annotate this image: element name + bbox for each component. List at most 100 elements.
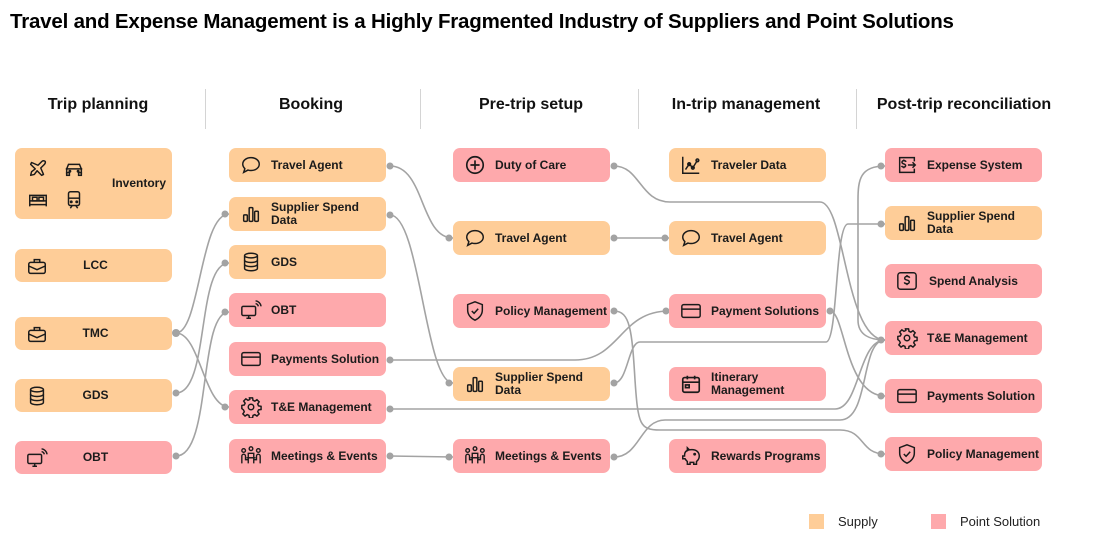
connector-meetings-pretrip-te: [613, 339, 886, 458]
node-supplier-spend-data: Supplier Spend Data: [229, 197, 386, 231]
connector-policy-pretrip-posttrip: [613, 310, 886, 455]
gear-icon: [241, 397, 262, 418]
node-inventory: Inventory: [15, 148, 172, 219]
node-label: Supplier Spend Data: [495, 370, 584, 397]
column-divider: [420, 89, 421, 129]
node-label: OBT: [82, 450, 109, 464]
connector-dot: [877, 162, 885, 170]
expense-transfer-icon: [898, 156, 917, 174]
node-label: Payments Solution: [271, 351, 380, 366]
connector-expense-system-te: [857, 165, 886, 341]
connector-dot: [221, 403, 229, 411]
page-title: Travel and Expense Management is a Highl…: [10, 10, 954, 33]
connector-dot: [386, 211, 394, 219]
chat-bubble-icon: [466, 229, 484, 247]
connector-dot: [877, 450, 885, 458]
node-label: Policy Management: [927, 446, 1040, 461]
node-label: Supplier Spend Data: [927, 209, 1016, 236]
node-obt: OBT: [229, 293, 386, 327]
connector-dot: [445, 379, 453, 387]
connector-dot: [610, 307, 618, 315]
node-label: Travel Agent: [711, 230, 783, 245]
node-label: T&E Management: [271, 399, 372, 414]
connector-dot: [221, 210, 229, 218]
node-label: TMC: [82, 326, 109, 340]
node-meetings-events: Meetings & Events: [229, 439, 386, 473]
legend-label-point-solution: Point Solution: [960, 514, 1041, 529]
node-label: Travel Agent: [271, 157, 343, 172]
node-traveler-data: Traveler Data: [669, 148, 826, 182]
node-label: Travel Agent: [495, 230, 567, 245]
bar-chart-icon: [466, 376, 484, 393]
meeting-icon: [241, 446, 261, 464]
node-expense-system: Expense System: [885, 148, 1042, 182]
node-te-management: T&E Management: [885, 321, 1042, 355]
briefcase-icon: [28, 258, 46, 274]
connector-dot: [221, 259, 229, 267]
node-policy-management: Policy Management: [885, 437, 1042, 471]
connector-payments-intrip-posttrip: [829, 310, 886, 397]
shield-check-icon: [466, 301, 484, 321]
node-label: GDS: [271, 254, 298, 269]
column-header-pre-trip-setup: Pre-trip setup: [478, 96, 583, 113]
node-label: Rewards Programs: [711, 448, 821, 463]
connector-payments-booking-intrip: [390, 310, 670, 361]
dollar-box-icon: [897, 272, 917, 290]
connector-dot: [610, 379, 618, 387]
connector-dot: [877, 392, 885, 400]
connector-tmc-supplier-spend: [175, 213, 230, 334]
connector-dot: [445, 453, 453, 461]
node-gds: GDS: [15, 379, 172, 412]
node-label: LCC: [83, 258, 108, 272]
node-label: Policy Management: [495, 303, 608, 318]
node-gds: GDS: [229, 245, 386, 279]
database-icon: [29, 386, 45, 405]
connector-supplier-spend-pretrip-posttrip: [613, 223, 885, 384]
bar-chart-icon: [242, 206, 260, 223]
node-travel-agent: Travel Agent: [669, 221, 826, 255]
node-label: Expense System: [927, 157, 1023, 172]
database-icon: [243, 252, 259, 272]
node-payments-solution: Payments Solution: [885, 379, 1042, 413]
connector-dot: [386, 405, 394, 413]
piggy-bank-icon: [682, 445, 700, 465]
connector-tmc-te-management: [175, 332, 230, 408]
node-te-management: T&E Management: [229, 390, 386, 424]
legend-point-solution: Point Solution: [931, 514, 1040, 529]
node-travel-agent: Travel Agent: [453, 221, 610, 255]
credit-card-icon: [241, 351, 261, 367]
meeting-icon: [465, 446, 485, 464]
node-label: Meetings & Events: [271, 448, 378, 463]
node-label: Payments Solution: [927, 388, 1036, 403]
chat-bubble-icon: [242, 156, 260, 174]
credit-card-icon: [897, 388, 917, 404]
connector-dot: [826, 307, 834, 315]
node-label: Duty of Care: [495, 157, 567, 172]
connector-dot: [172, 452, 180, 460]
column-header-trip-planning: Trip planning: [47, 96, 149, 113]
node-obt: OBT: [15, 441, 172, 474]
node-duty-of-care: Duty of Care: [453, 148, 610, 182]
connector-dot: [445, 234, 453, 242]
chat-bubble-icon: [682, 229, 700, 247]
node-label: Supplier Spend Data: [271, 200, 360, 227]
connector-dot: [386, 162, 394, 170]
node-meetings-events: Meetings & Events: [453, 439, 610, 473]
connector-dot: [610, 234, 618, 242]
node-payment-solutions: Payment Solutions: [669, 294, 826, 328]
connector-dot: [610, 453, 618, 461]
connector-meetings-booking-pretrip: [389, 455, 454, 458]
credit-card-icon: [681, 303, 701, 319]
node-travel-agent: Travel Agent: [229, 148, 386, 182]
plus-circle-icon: [465, 155, 485, 175]
node-itinerary-management: Itinerary Management: [669, 367, 826, 401]
node-policy-management: Policy Management: [453, 294, 610, 328]
node-label: Traveler Data: [711, 157, 787, 172]
connector-dot: [172, 329, 180, 337]
monitor-wireless-icon: [241, 300, 262, 319]
legend-label-supply: Supply: [838, 514, 878, 529]
line-chart-icon: [682, 156, 700, 174]
node-label: Inventory: [111, 176, 166, 190]
monitor-wireless-icon: [27, 447, 48, 467]
